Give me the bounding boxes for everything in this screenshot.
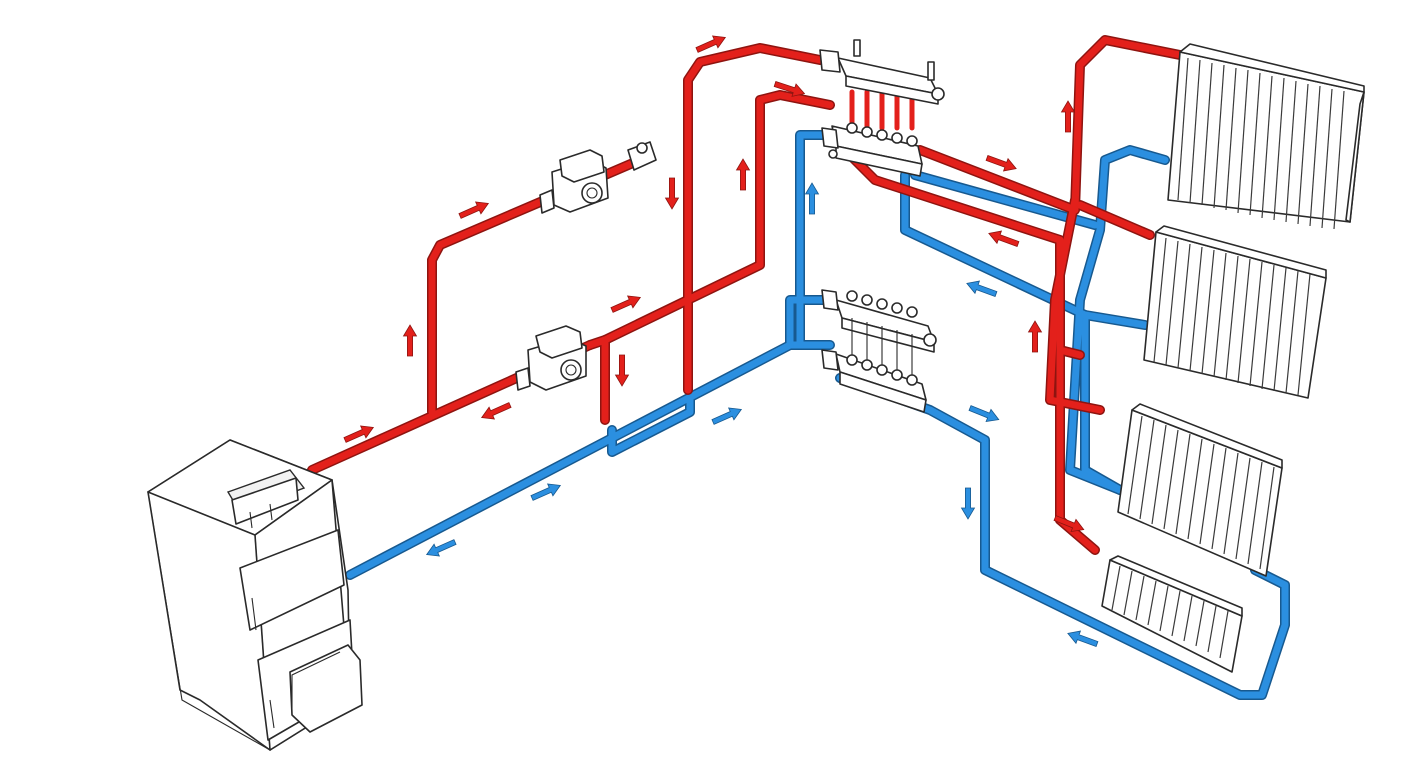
return-flow-arrow	[961, 487, 975, 520]
boiler-icon	[147, 439, 363, 751]
supply-flow-arrow	[1028, 320, 1042, 353]
return-flow-arrow	[805, 182, 819, 215]
supply-pipes	[307, 35, 1185, 555]
manifold-supply-risers	[849, 89, 915, 131]
panel-radiator-icon	[1117, 403, 1283, 577]
supply-flow-arrow	[608, 291, 644, 317]
supply-flow-arrow	[456, 197, 492, 223]
supply-flow-arrow	[403, 324, 417, 357]
supply-flow-arrow	[615, 354, 629, 387]
distribution-manifold-icon[interactable]	[821, 289, 937, 413]
supply-flow-arrow	[1061, 100, 1075, 133]
panel-radiator-icon	[1101, 555, 1243, 673]
return-flow-arrow	[423, 535, 459, 561]
distribution-manifold-icon[interactable]	[819, 39, 945, 177]
circulation-pump-icon[interactable]	[539, 141, 657, 214]
panel-radiator-icon	[1167, 43, 1365, 230]
panel-radiator-icon	[1143, 225, 1327, 399]
return-pipe-fill	[346, 131, 1289, 699]
supply-pipe-fill	[308, 36, 1184, 554]
supply-flow-arrow	[736, 158, 750, 191]
return-flow-arrow	[964, 276, 999, 301]
return-flow-arrow	[967, 401, 1002, 427]
return-flow-arrow	[709, 403, 745, 429]
circulation-pump-icon[interactable]	[515, 325, 587, 391]
return-flow-arrow	[1065, 626, 1100, 651]
return-pipes	[345, 130, 1290, 700]
supply-flow-arrow	[665, 177, 679, 210]
supply-flow-arrow	[478, 398, 514, 424]
supply-flow-arrow	[984, 151, 1019, 176]
